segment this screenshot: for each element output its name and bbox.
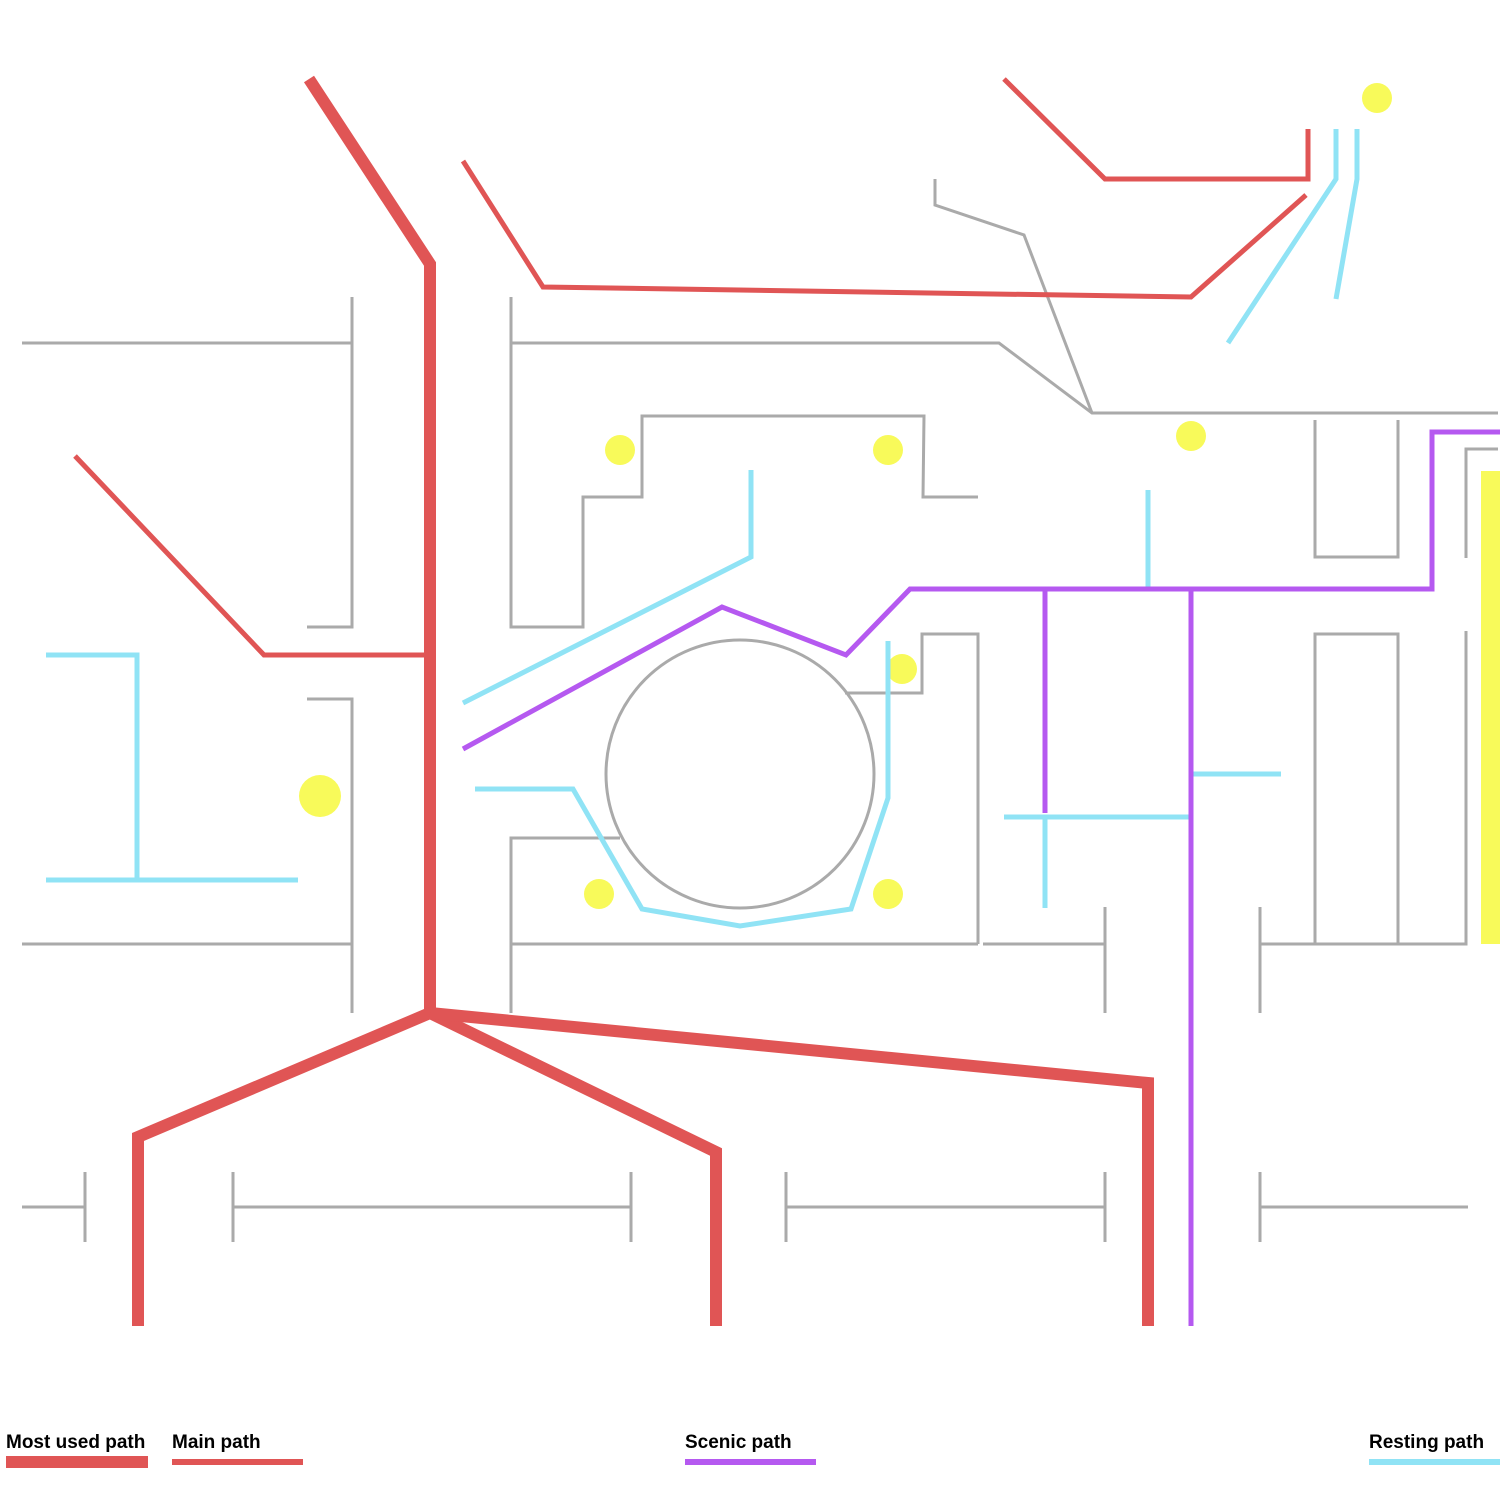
structure-line <box>509 836 620 1013</box>
legend-label-scenic: Scenic path <box>685 1432 792 1453</box>
legend-label-main: Main path <box>172 1432 261 1453</box>
main-path <box>460 159 1308 300</box>
resting-spot <box>873 879 903 909</box>
scenic-path <box>461 429 1500 752</box>
most-used-path <box>303 75 436 1013</box>
structure-line <box>1260 631 1468 946</box>
resting-paths <box>46 129 1360 929</box>
resting-spot <box>1176 421 1206 451</box>
most-used-path <box>429 1007 1154 1326</box>
structure-line <box>307 297 354 629</box>
resting-path <box>461 470 754 706</box>
resting-path <box>1333 129 1360 300</box>
circular-plaza <box>604 638 876 910</box>
legend-swatch-scenic <box>685 1459 816 1465</box>
resting-spot <box>584 879 614 909</box>
resting-spot <box>887 654 917 684</box>
most-used-paths <box>132 75 1154 1326</box>
resting-path <box>475 641 891 929</box>
most-used-path <box>132 1006 722 1326</box>
resting-spot <box>605 435 635 465</box>
main-path <box>1002 77 1311 182</box>
structure-line <box>1313 632 1400 944</box>
main-path <box>73 454 430 658</box>
scenic-paths <box>461 429 1500 1326</box>
legend-swatch-main <box>172 1459 303 1465</box>
structure-line <box>307 697 354 1013</box>
structure-line <box>511 341 1498 415</box>
structure-line <box>845 632 980 944</box>
resting-path <box>46 652 140 880</box>
structure-outlines <box>22 179 1498 1242</box>
legend-label-most-used: Most used path <box>6 1432 146 1453</box>
structure-line <box>933 179 1094 414</box>
resting-spot <box>299 775 341 817</box>
resting-path <box>1225 129 1339 345</box>
resting-strip <box>1481 471 1500 944</box>
legend-swatch-resting <box>1369 1459 1500 1465</box>
resting-spot <box>873 435 903 465</box>
legend-label-resting: Resting path <box>1369 1432 1485 1453</box>
structure-line <box>1313 420 1400 559</box>
resting-spots <box>299 83 1500 944</box>
structure-line <box>509 297 978 629</box>
legend-swatch-most-used <box>6 1456 148 1468</box>
structure-line <box>1464 447 1498 558</box>
resting-spot <box>1362 83 1392 113</box>
main-paths <box>73 77 1311 658</box>
